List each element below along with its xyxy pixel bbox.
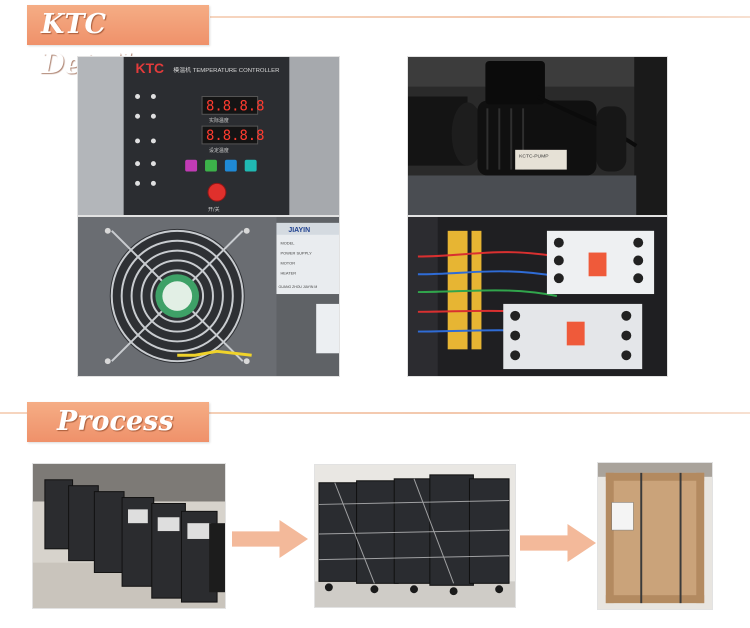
process-divider [0,412,750,414]
label-setting-temp: 设定温度 [209,147,229,154]
nameplate-row-power: POWER SUPPLY [280,251,312,256]
label-actual-temp: 实际温度 [209,117,229,124]
label-power: 开/关 [208,206,220,213]
controller-panel-photo: KTC 模温机 TEMPERATURE CONTROLLER 8.8.8.8 实… [77,56,340,216]
process-arrow-2 [520,524,596,562]
process-section-title: Process [27,402,209,442]
panel-brand: KTC [136,60,165,76]
details-section-title: KTC Details [27,5,209,80]
nameplate-brand: JIAYIN [288,227,310,234]
pump-label: KCTC-PUMP [519,154,549,160]
nameplate-row-heater: HEATER [280,270,296,275]
process-photo-crate [597,462,713,610]
process-photo-assembly [32,463,226,609]
contactors-photo [407,216,668,377]
cooling-fan-photo: JIAYIN MODEL POWER SUPPLY MOTOR HEATER G… [77,216,340,377]
process-photo-wrapped [314,464,516,608]
display-setting: 8.8.8.8 [206,128,264,144]
process-arrow-1 [232,520,308,558]
pump-motor-photo: KCTC-PUMP [407,56,668,216]
details-divider [210,16,750,18]
nameplate-row-motor: MOTOR [280,260,295,265]
display-actual: 8.8.8.8 [206,98,264,114]
nameplate-row-model: MODEL [280,241,295,246]
panel-controller-label: 模温机 TEMPERATURE CONTROLLER [173,66,279,74]
nameplate-footer: GUANG ZHOU JIAYIN M [278,285,317,289]
